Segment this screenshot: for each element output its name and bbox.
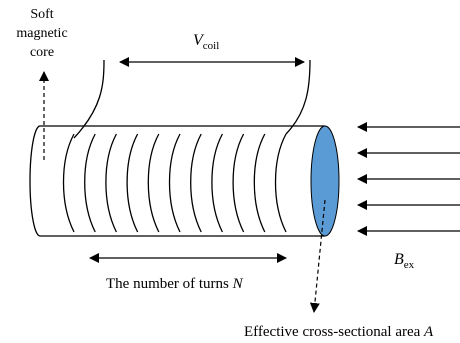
coil-winding	[190, 133, 202, 233]
area-label: Effective cross-sectional area A	[244, 324, 434, 340]
coil-winding	[147, 133, 160, 233]
coil-winding	[105, 133, 117, 233]
cross-section-end-face	[310, 125, 340, 237]
coil-winding	[253, 133, 266, 233]
core-label-line-2: magnetic	[16, 26, 67, 41]
coil-lead-right	[285, 59, 311, 135]
core-label-line-3: core	[30, 45, 54, 60]
vcoil-label-sub: coil	[203, 40, 220, 52]
coil-winding	[232, 133, 245, 233]
vcoil-label: Vcoil	[193, 32, 219, 52]
turns-label-var: N	[232, 276, 244, 292]
turns-label-text: The number of turns	[106, 276, 233, 292]
vcoil-label-main: V	[193, 32, 205, 49]
area-label-var: A	[423, 324, 434, 340]
coil-winding	[274, 133, 287, 233]
coil-winding	[62, 133, 75, 233]
area-pointer-arrow	[309, 199, 326, 313]
external-field-arrows	[357, 122, 460, 236]
core-label-line-1: Soft	[30, 7, 53, 22]
bex-label-main: B	[394, 251, 404, 268]
bex-label: Bex	[394, 251, 415, 271]
turns-label: The number of turns N	[106, 276, 244, 292]
core-label: Soft magnetic core	[16, 7, 67, 60]
core-left-end	[29, 125, 41, 237]
bex-label-sub: ex	[404, 259, 415, 271]
coil-lead-left	[73, 59, 105, 139]
area-label-text: Effective cross-sectional area	[244, 324, 424, 340]
coil-winding	[211, 133, 223, 233]
coil-windings	[62, 133, 287, 233]
coil-winding	[84, 133, 96, 233]
coil-winding	[168, 133, 181, 233]
coil-winding	[126, 133, 139, 233]
magnetic-core-cylinder	[29, 125, 325, 237]
